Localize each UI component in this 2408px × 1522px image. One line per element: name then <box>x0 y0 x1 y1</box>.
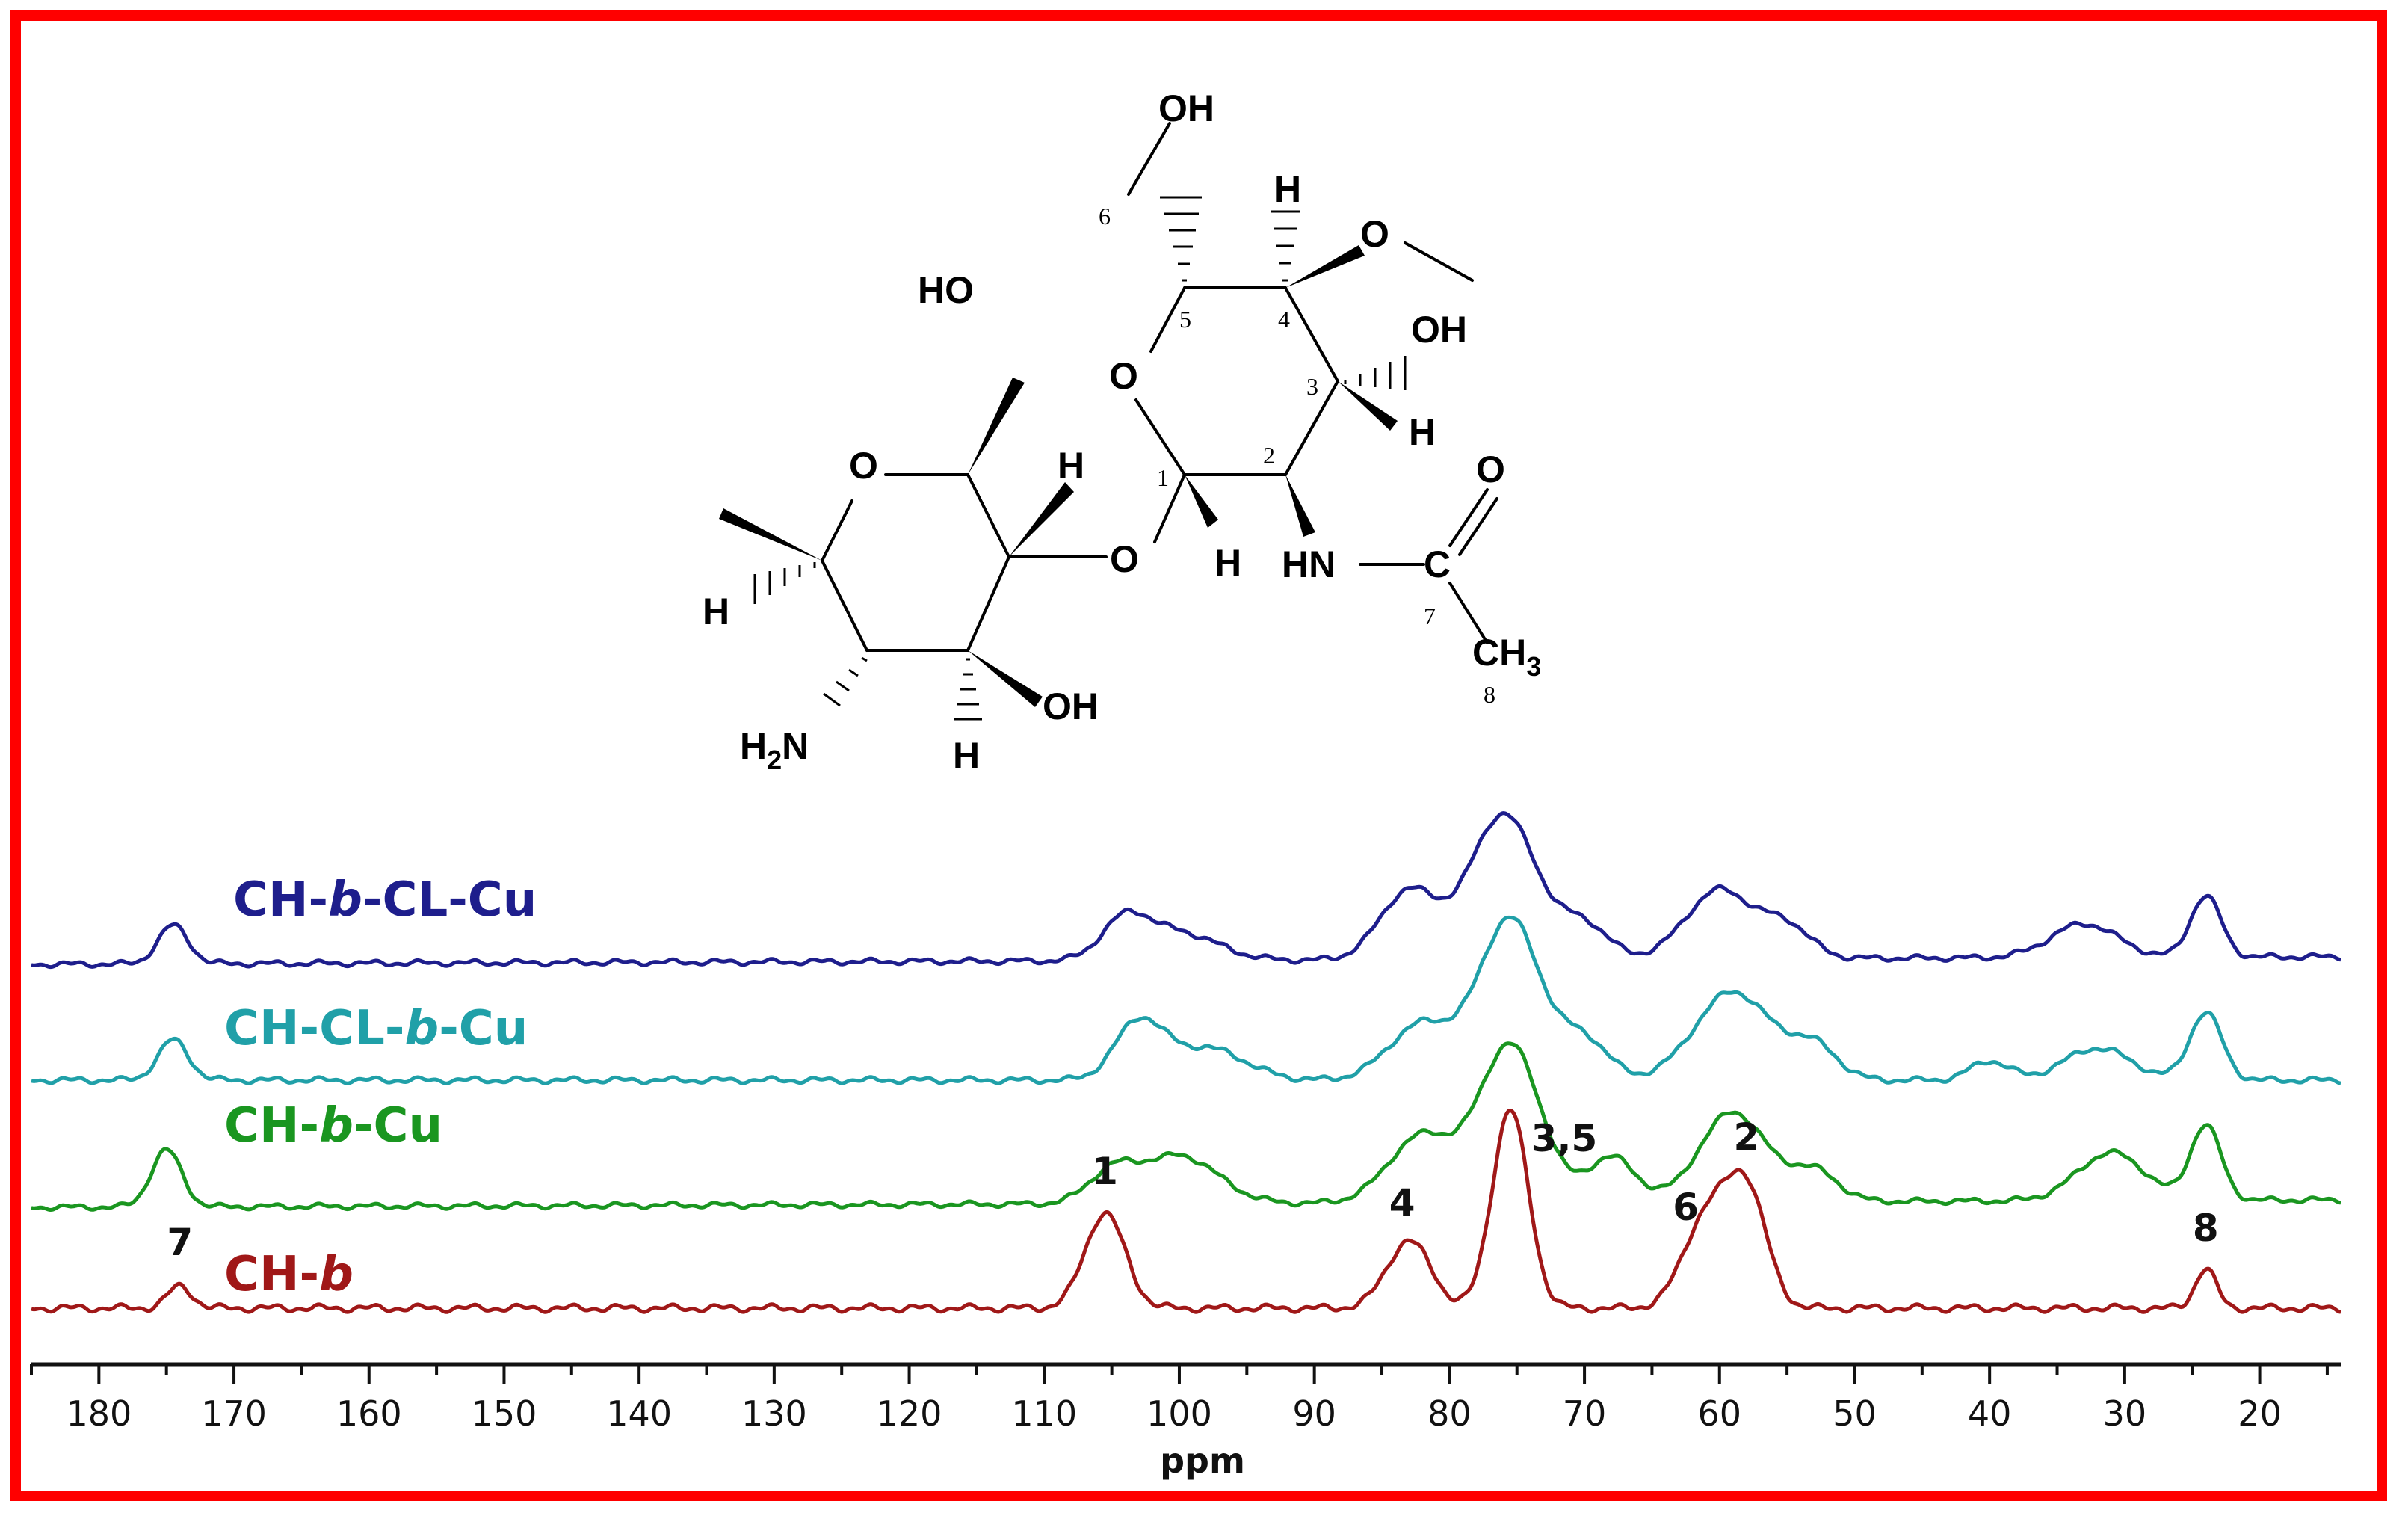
series-label-3: CH-b-Cu <box>224 1098 442 1153</box>
oh-ring-right-label: OH <box>1411 309 1467 351</box>
peak-label-1: 7 <box>167 1221 193 1264</box>
locant-3: 3 <box>1306 373 1318 400</box>
x-tick-label: 40 <box>1968 1393 2012 1434</box>
locant-6: 6 <box>1099 203 1111 229</box>
peak-label-7: 8 <box>2193 1207 2219 1250</box>
ether-oxygen-label: O <box>1360 213 1389 255</box>
locant-2: 2 <box>1263 442 1275 469</box>
h-left-label: H <box>703 591 729 632</box>
ring-oxygen-left-label: O <box>849 445 878 487</box>
peak-label-3: 4 <box>1389 1181 1416 1224</box>
x-tick-label: 180 <box>66 1393 132 1434</box>
series-label-1: CH-b-CL-Cu <box>233 872 537 928</box>
locant-5: 5 <box>1179 306 1191 333</box>
series-line-3 <box>31 1041 2341 1212</box>
locant-1: 1 <box>1157 464 1169 491</box>
x-tick-label: 80 <box>1427 1393 1472 1434</box>
x-tick-label: 90 <box>1292 1393 1336 1434</box>
h-c4-label: H <box>1274 168 1301 210</box>
series-line-2 <box>31 915 2341 1085</box>
h-left-top-label: H <box>1058 445 1084 487</box>
carbonyl-oxygen-label: O <box>1476 449 1505 490</box>
x-tick-label: 60 <box>1697 1393 1741 1434</box>
x-tick-label: 150 <box>472 1393 537 1434</box>
x-tick-label: 100 <box>1146 1393 1212 1434</box>
ho-left-label: HO <box>918 269 974 311</box>
series-line-4 <box>31 1108 2341 1314</box>
ch3-label: CH3 <box>1472 632 1541 682</box>
x-tick-label: 20 <box>2238 1393 2282 1434</box>
chemical-structure: OH HO O O O O O OH OH H H H H H H HN C C… <box>703 87 1541 777</box>
h-c1-label: H <box>1214 542 1241 584</box>
hn-label: HN <box>1282 543 1336 585</box>
x-tick-label: 160 <box>336 1393 402 1434</box>
x-tick-label: 50 <box>1833 1393 1877 1434</box>
ring-oxygen-right-label: O <box>1109 355 1138 397</box>
x-tick-label: 140 <box>606 1393 672 1434</box>
peak-label-2: 1 <box>1092 1150 1118 1193</box>
locant-8: 8 <box>1484 681 1495 708</box>
x-tick-label: 30 <box>2103 1393 2147 1434</box>
x-tick-label: 130 <box>741 1393 807 1434</box>
series-label-2: CH-CL-b-Cu <box>224 1001 528 1056</box>
figure-frame <box>10 10 2387 1501</box>
locant-4: 4 <box>1278 306 1290 333</box>
locant-7: 7 <box>1424 603 1436 629</box>
peak-labels: 7 1 4 3,5 62 8 <box>167 1115 2218 1264</box>
oh-mid-label: OH <box>1043 685 1099 727</box>
x-axis: 180 170 160 150 140 130 120 110 100 90 80 70 60 50 40 3… <box>30 1362 2341 1434</box>
h2n-label: H2N <box>740 725 809 775</box>
peak-label-4: 3,5 <box>1531 1117 1598 1160</box>
h-c3-label: H <box>1409 411 1436 453</box>
bridge-oxygen-label: O <box>1110 538 1139 580</box>
x-tick-label: 70 <box>1563 1393 1607 1434</box>
x-tick-label: 110 <box>1011 1393 1077 1434</box>
oh-top-label: OH <box>1158 87 1214 129</box>
x-tick-label: 120 <box>877 1393 942 1434</box>
peak-label-6: 2 <box>1734 1115 1760 1159</box>
carbonyl-carbon-label: C <box>1424 543 1451 585</box>
peak-label-5: 6 <box>1673 1186 1699 1229</box>
x-tick-label: 170 <box>201 1393 267 1434</box>
x-axis-label: ppm <box>1160 1441 1245 1481</box>
h-left-bottom-label: H <box>953 735 980 777</box>
series-label-4: CH-b <box>224 1247 354 1302</box>
series-line-1 <box>31 811 2341 970</box>
